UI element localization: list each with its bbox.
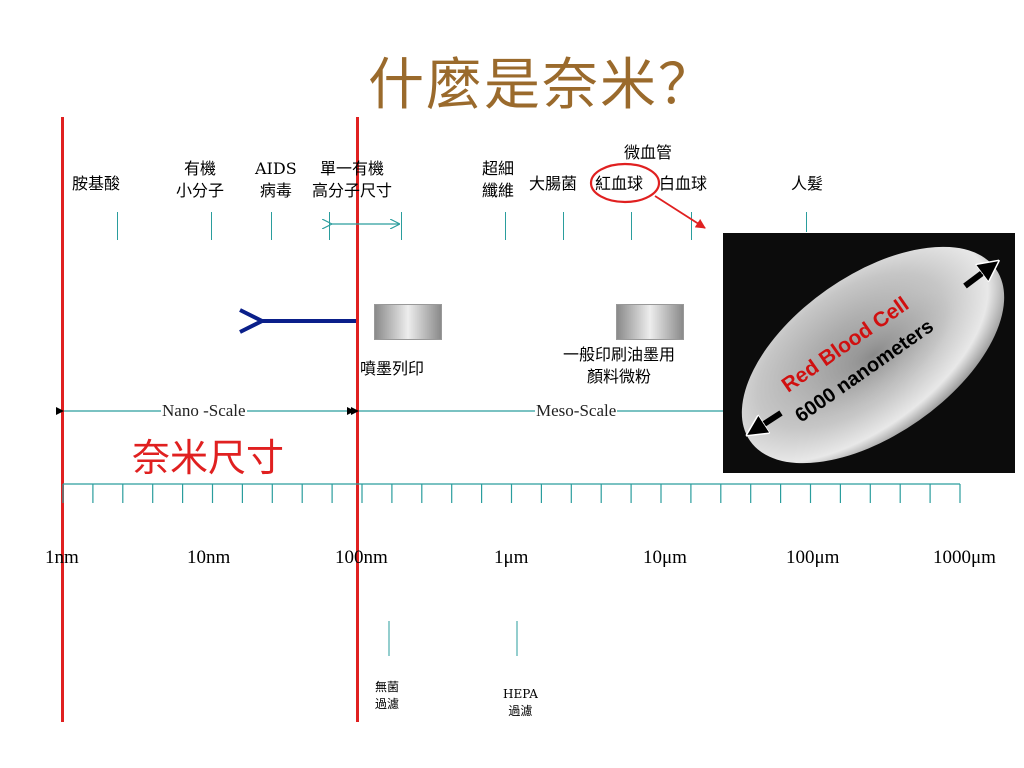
tick-rbc bbox=[631, 212, 632, 240]
rbc-arrow-upper bbox=[963, 271, 985, 289]
axis-ticks bbox=[62, 484, 961, 503]
one-nm-boundary-line bbox=[61, 117, 64, 722]
rbc-pointer-arrow bbox=[654, 195, 706, 229]
axis-label-10nm: 10nm bbox=[187, 547, 231, 568]
red-blood-cell-photo: Red Blood Cell 6000 nanometers bbox=[723, 233, 1015, 473]
tick-wbc bbox=[691, 212, 692, 240]
axis-label-100um: 100μm bbox=[786, 547, 840, 568]
tick-polymer-right bbox=[401, 212, 402, 240]
rbc-image: Red Blood Cell 6000 nanometers bbox=[741, 246, 1005, 464]
label-white-blood-cell: 白血球 bbox=[659, 174, 708, 193]
label-amino-acid: 胺基酸 bbox=[72, 174, 121, 193]
tick-fiber bbox=[505, 212, 506, 240]
tick-bacteria bbox=[563, 212, 564, 240]
pigment-powder-chip bbox=[616, 304, 684, 340]
label-hepa-filter: HEPA 過濾 bbox=[503, 687, 538, 718]
rbc-dimple-shape bbox=[791, 291, 955, 419]
tick-amino-acid bbox=[117, 212, 118, 240]
tick-hair bbox=[806, 212, 807, 232]
tick-small-molecule bbox=[211, 212, 212, 240]
page-title: 什麼是奈米？ bbox=[368, 53, 716, 118]
axis-label-100nm: 100nm bbox=[335, 547, 388, 568]
nano-scale-label: Nano -Scale bbox=[161, 401, 247, 421]
hundred-nm-boundary-line bbox=[356, 117, 359, 722]
label-polymer: 單一有機 高分子尺寸 bbox=[312, 159, 393, 200]
axis-label-10um: 10μm bbox=[643, 547, 687, 568]
nano-size-heading: 奈米尺寸 bbox=[132, 436, 285, 480]
axis-label-1nm: 1nm bbox=[45, 547, 79, 568]
label-ultrafine-fiber: 超細 纖維 bbox=[482, 159, 515, 200]
label-hair: 人髮 bbox=[791, 174, 824, 193]
meso-scale-label: Meso-Scale bbox=[535, 401, 618, 421]
rbc-highlight-circle bbox=[589, 162, 661, 204]
label-aids-virus: AIDS 病毒 bbox=[255, 159, 297, 200]
inkjet-droplet-chip bbox=[374, 304, 442, 340]
label-small-molecule: 有機 小分子 bbox=[176, 159, 225, 200]
axis-label-1000um: 1000μm bbox=[933, 547, 996, 568]
label-capillary: 微血管 bbox=[624, 143, 673, 162]
label-red-blood-cell: 紅血球 bbox=[595, 174, 644, 193]
rbc-arrow-lower bbox=[761, 410, 783, 426]
axis-label-1um: 1μm bbox=[494, 547, 529, 568]
tick-aids bbox=[271, 212, 272, 240]
label-pigment: 一般印刷油墨用 顏料微粉 bbox=[563, 345, 676, 386]
label-inkjet: 噴墨列印 bbox=[360, 359, 425, 378]
label-sterile-filter: 無菌 過濾 bbox=[375, 680, 400, 711]
label-bacteria: 大腸菌 bbox=[529, 174, 578, 193]
